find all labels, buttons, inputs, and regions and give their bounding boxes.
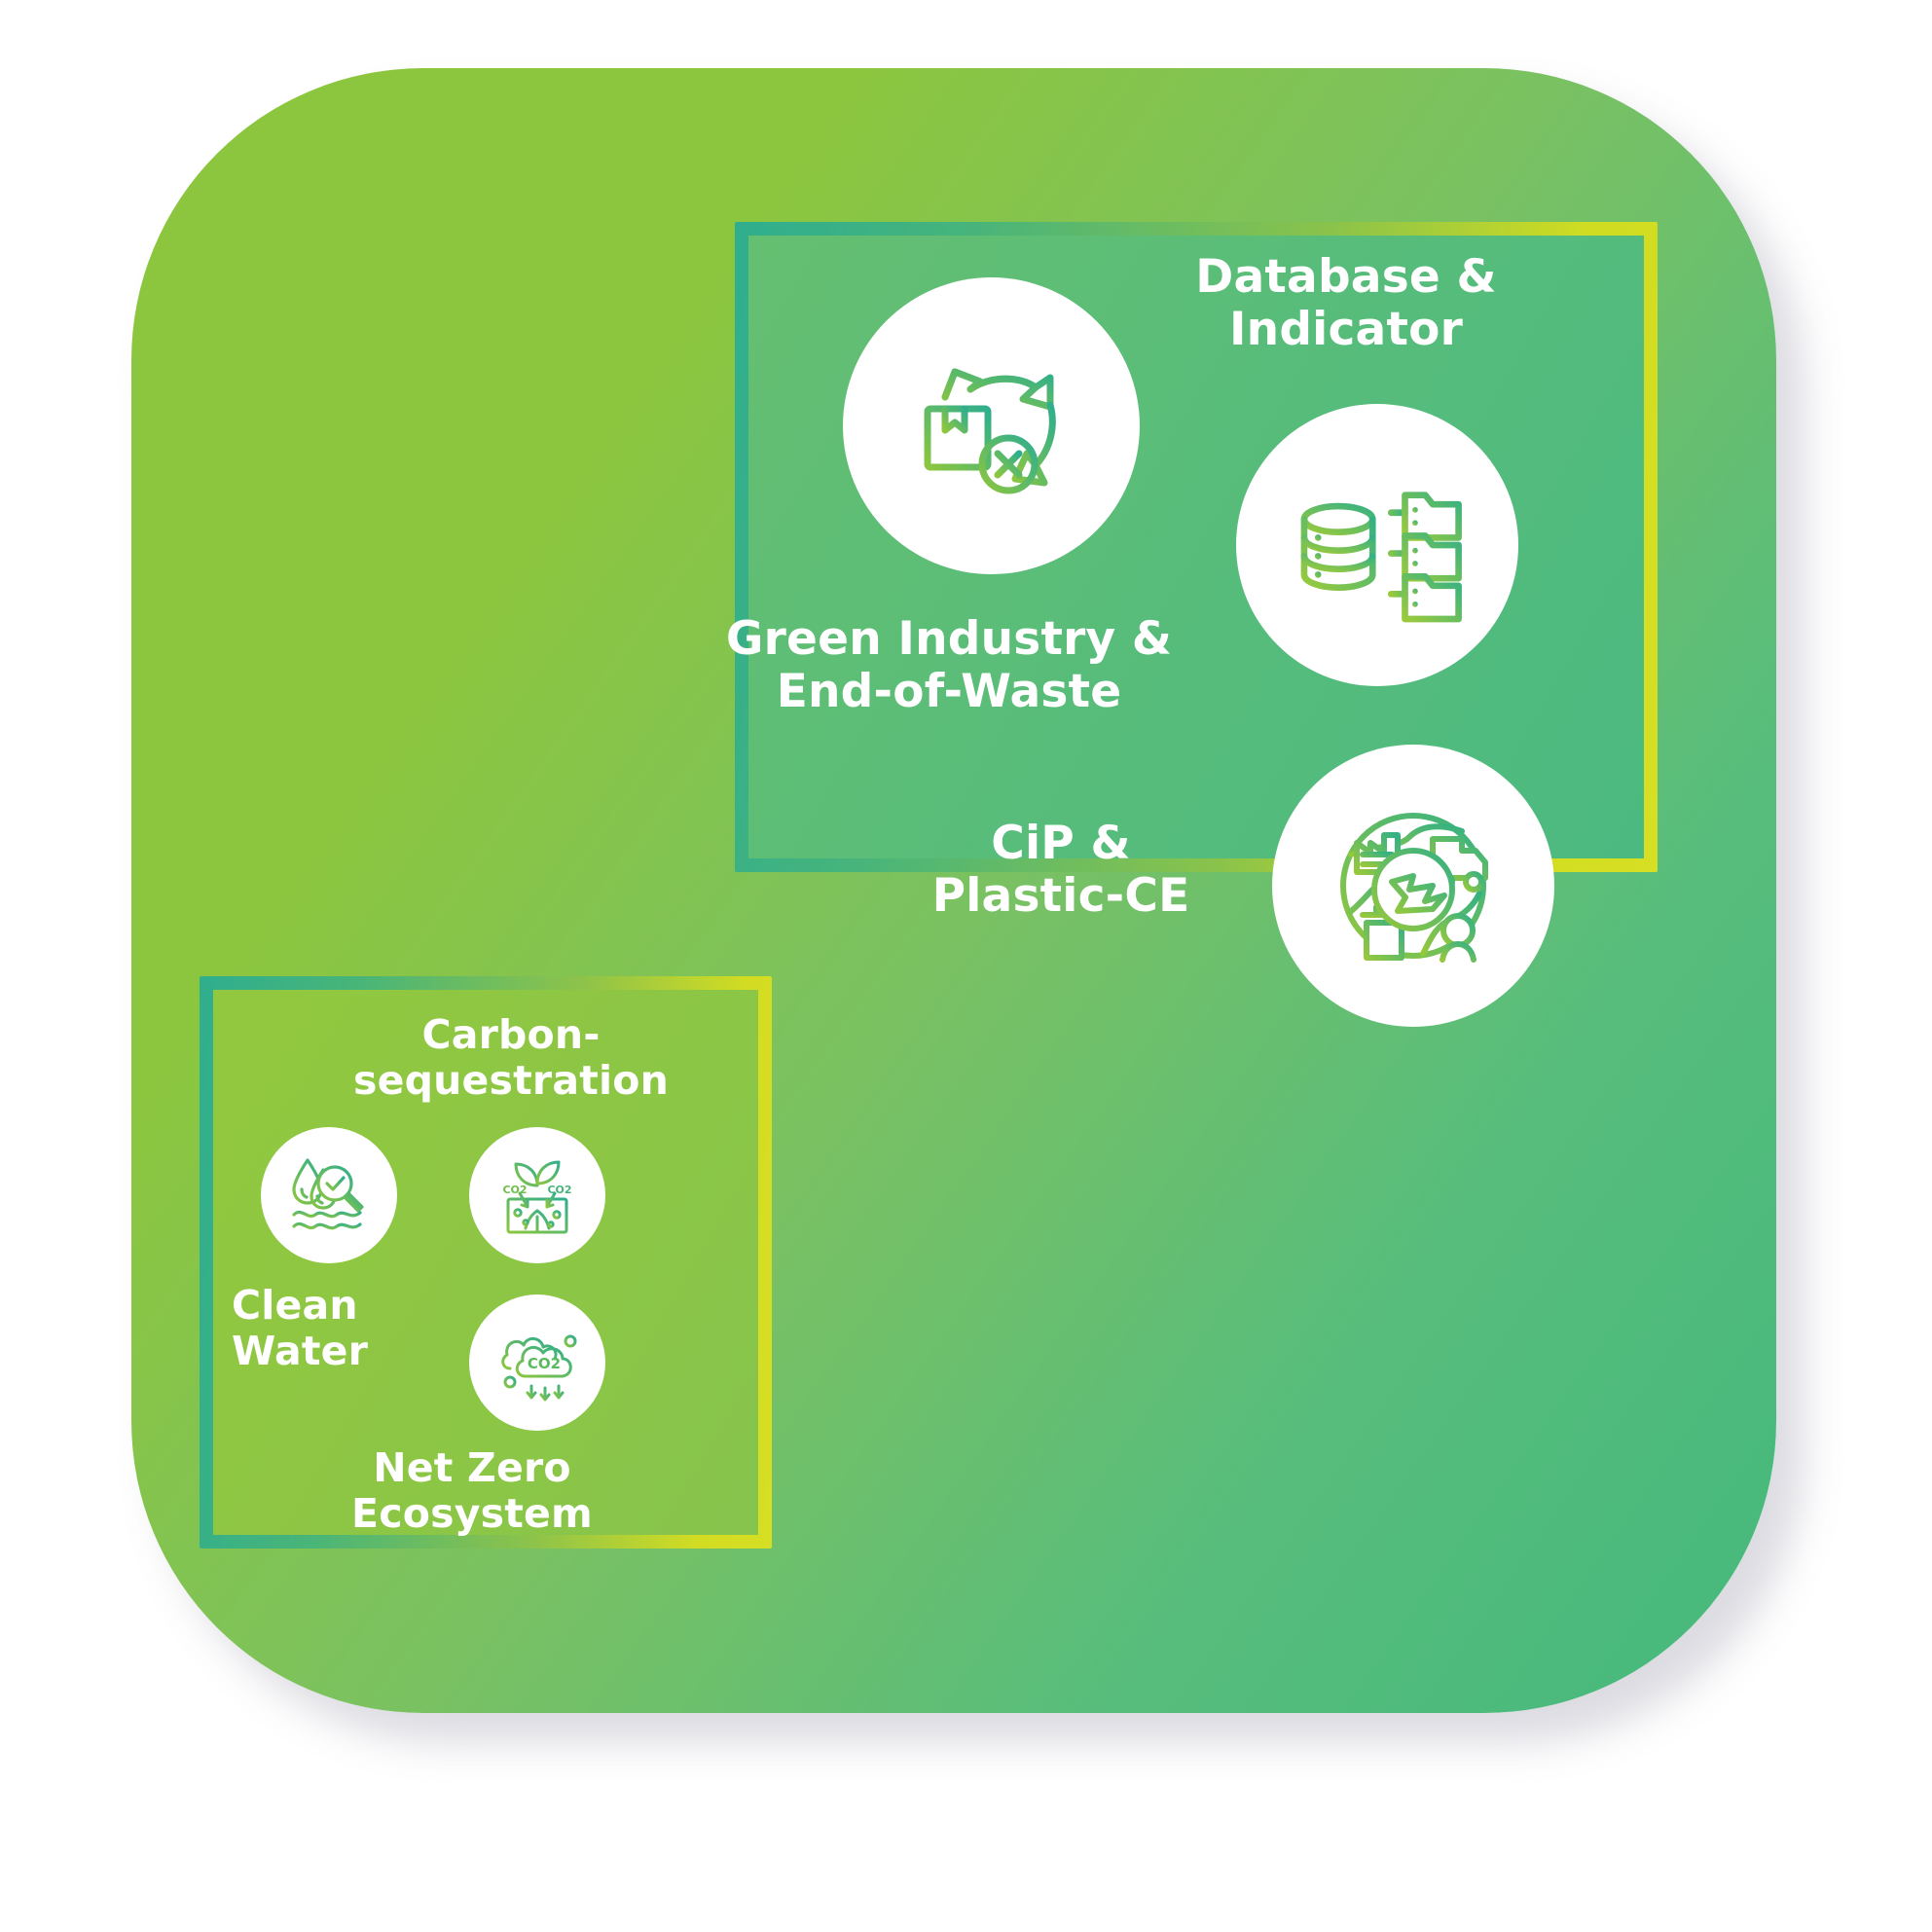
label-clean-water: Clean Water (232, 1282, 369, 1374)
recycle-box-reject-icon (894, 329, 1089, 524)
co2-cloud-label: CO2 (528, 1355, 561, 1372)
group-frame-net-zero (200, 976, 772, 1549)
carbon-sequestration-bubble: CO2 CO2 (469, 1127, 605, 1263)
green-industry-bubble (843, 277, 1140, 574)
label-database-indicator: Database & Indicator (1195, 250, 1497, 356)
co2-soil-right-label: CO2 (547, 1184, 571, 1196)
database-folders-icon (1285, 453, 1470, 638)
co2-plant-soil-icon: CO2 CO2 (489, 1147, 586, 1244)
co2-cloud-arrows-icon: CO2 (489, 1314, 586, 1411)
circular-economy-globe-icon (1316, 788, 1511, 983)
co2-soil-left-label: CO2 (502, 1184, 527, 1196)
group-frame-inner (213, 990, 758, 1535)
label-cip-plastic-ce: CiP & Plastic-CE (931, 817, 1190, 923)
net-zero-bubble: CO2 (469, 1294, 605, 1431)
label-green-industry: Green Industry & End-of-Waste (725, 612, 1173, 718)
cip-plastic-bubble (1272, 745, 1554, 1027)
label-net-zero-ecosystem: Net Zero Ecosystem (351, 1444, 593, 1537)
database-bubble (1236, 404, 1518, 686)
clean-water-bubble (261, 1127, 397, 1263)
water-drops-magnifier-icon (280, 1147, 378, 1244)
label-carbon-sequestration: Carbon- sequestration (352, 1011, 670, 1104)
